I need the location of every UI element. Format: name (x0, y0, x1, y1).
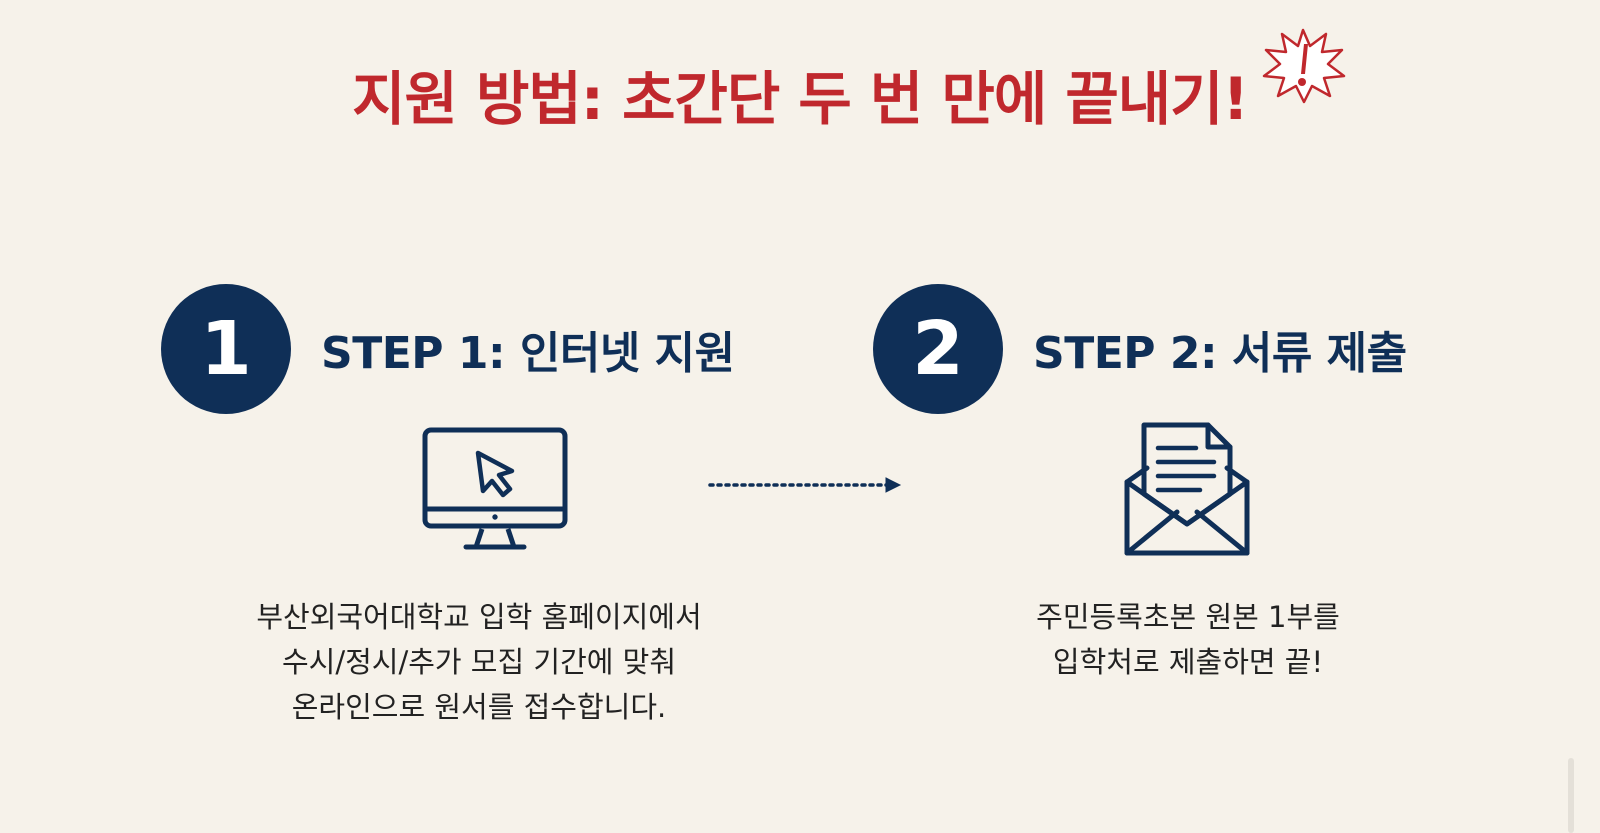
page-title: 지원 방법: 초간단 두 번 만에 끝내기! (352, 65, 1249, 133)
dotted-arrow-right-icon (708, 477, 902, 493)
exclamation-burst-icon (1262, 28, 1346, 104)
title-area: 지원 방법: 초간단 두 번 만에 끝내기! (0, 52, 1600, 136)
monitor-cursor-icon (422, 427, 568, 550)
step-1-description-line: 부산외국어대학교 입학 홈페이지에서 (256, 600, 702, 634)
step-1-description: 부산외국어대학교 입학 홈페이지에서 수시/정시/추가 모집 기간에 맞춰 온라… (209, 595, 749, 730)
step-1-title: STEP 1: 인터넷 지원 (321, 328, 735, 379)
step-1-description-line: 수시/정시/추가 모집 기간에 맞춰 (281, 645, 677, 679)
step-2-header: 2 STEP 2: 서류 제출 (873, 284, 1407, 414)
step-1-number-badge: 1 (161, 284, 291, 414)
scrollbar[interactable] (1568, 758, 1574, 833)
envelope-document-icon (1124, 422, 1250, 556)
step-1-description-line: 온라인으로 원서를 접수합니다. (291, 690, 667, 724)
step-2-description-line: 입학처로 제출하면 끝! (1052, 645, 1324, 679)
step-2-title: STEP 2: 서류 제출 (1033, 328, 1407, 379)
step-2-number-badge: 2 (873, 284, 1003, 414)
step-2-description-line: 주민등록초본 원본 1부를 (1036, 600, 1340, 634)
step-1-header: 1 STEP 1: 인터넷 지원 (161, 284, 735, 414)
step-2-description: 주민등록초본 원본 1부를 입학처로 제출하면 끝! (948, 595, 1428, 685)
